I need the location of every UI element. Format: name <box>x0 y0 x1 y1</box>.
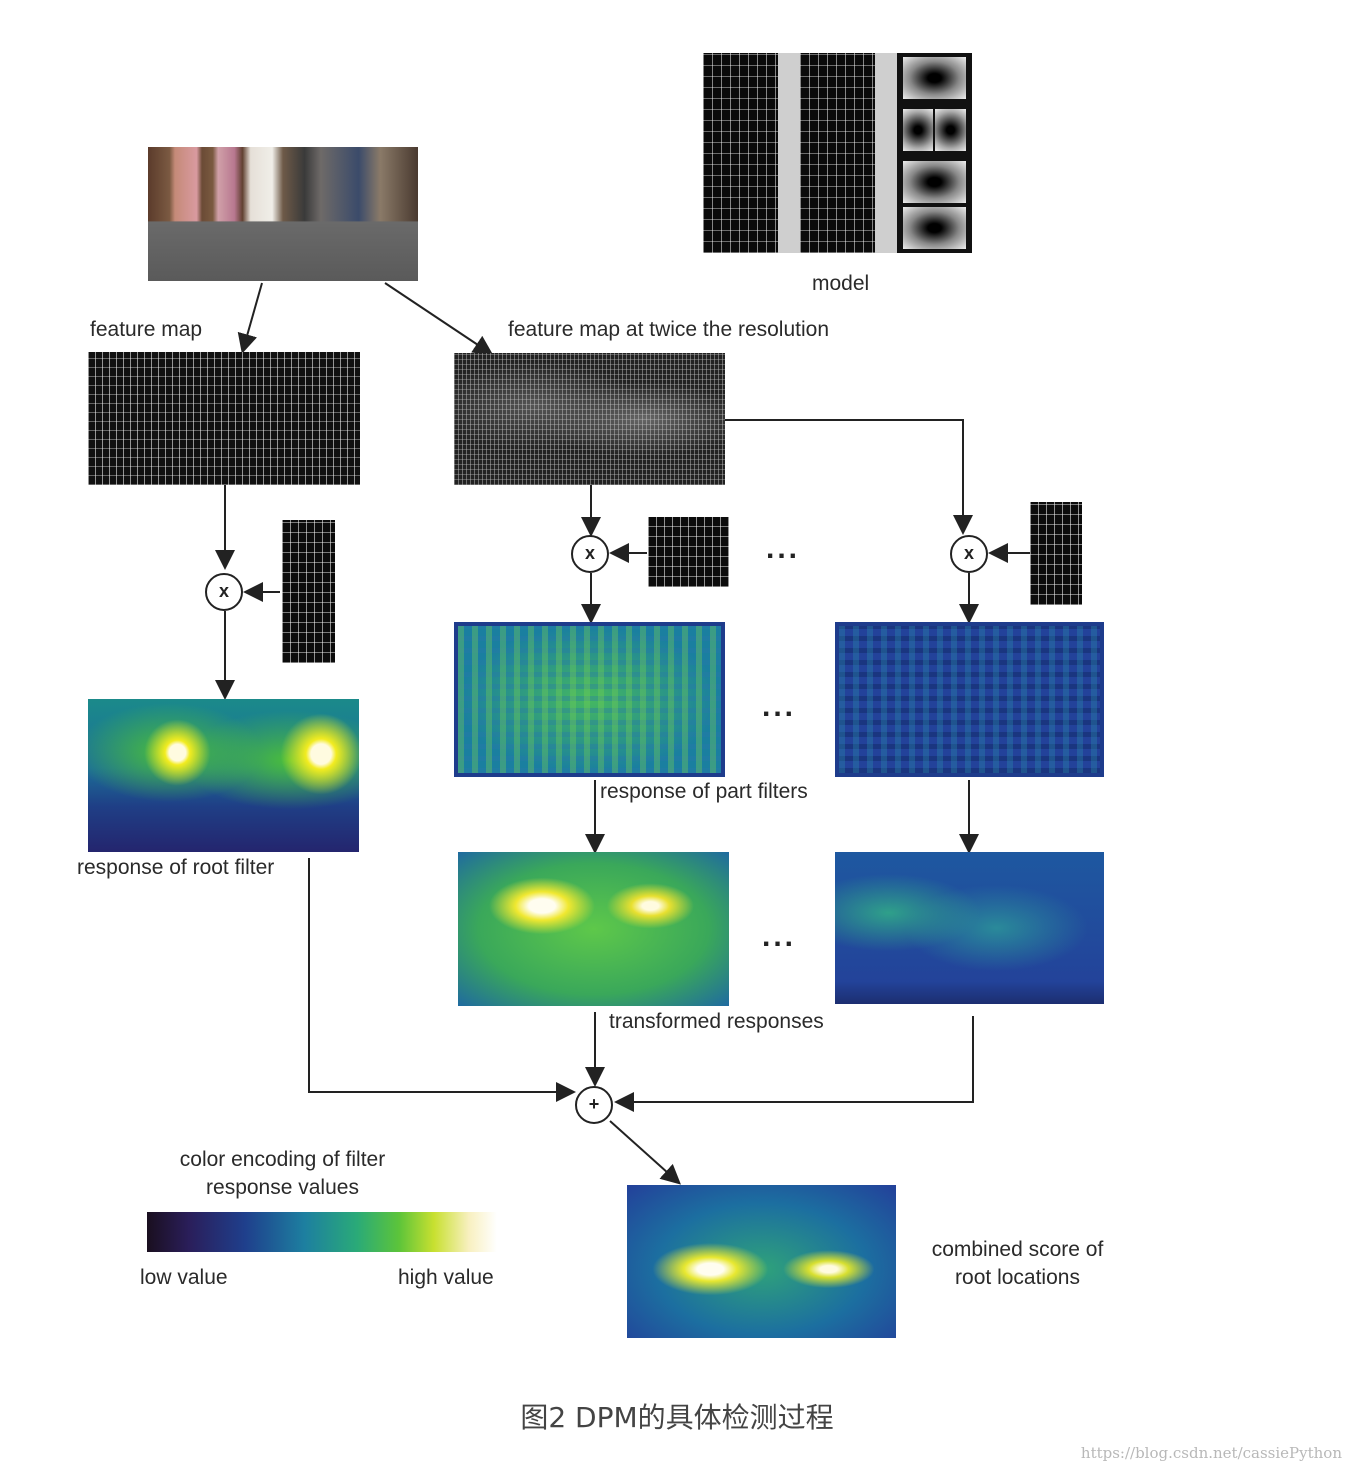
model-root-filter <box>703 53 778 253</box>
ellipsis-transformed: ... <box>762 920 796 954</box>
root-filter-response-heatmap <box>88 699 359 852</box>
transformed-response-1-heatmap <box>458 852 729 1006</box>
feature-map-twice-label: feature map at twice the resolution <box>508 318 829 342</box>
multiply-operator-root: x <box>205 573 243 611</box>
multiply-operator-part-n: x <box>950 535 988 573</box>
part-filter-1-response-heatmap <box>454 622 725 777</box>
add-operator: + <box>575 1086 613 1124</box>
combined-score-label-line1: combined score of <box>905 1238 1130 1262</box>
figure-caption: 图2 DPM的具体检测过程 <box>0 1396 1354 1436</box>
feature-map <box>88 352 360 485</box>
part-filter-n-response-heatmap <box>835 622 1104 777</box>
transformed-response-n-heatmap <box>835 852 1104 1004</box>
model-label: model <box>812 272 869 296</box>
high-value-label: high value <box>398 1266 494 1290</box>
multiply-operator-part-1: x <box>571 535 609 573</box>
part-filter-1 <box>648 517 729 587</box>
part-filter-n <box>1030 502 1082 605</box>
model-deformation-models <box>897 53 972 253</box>
response-root-label: response of root filter <box>77 856 274 880</box>
ellipsis-part-responses: ... <box>762 690 796 724</box>
color-encoding-bar <box>147 1212 497 1252</box>
feature-map-label: feature map <box>90 318 202 342</box>
combined-score-heatmap <box>627 1185 896 1338</box>
input-photo <box>148 147 418 281</box>
model-divider-1 <box>778 53 800 253</box>
color-encoding-label-line1: color encoding of filter <box>140 1148 425 1172</box>
response-part-label: response of part filters <box>600 780 808 804</box>
ellipsis-filters: ... <box>766 532 800 566</box>
combined-score-label-line2: root locations <box>905 1266 1130 1290</box>
low-value-label: low value <box>140 1266 228 1290</box>
model-divider-2 <box>875 53 897 253</box>
watermark: https://blog.csdn.net/cassiePython <box>1081 1444 1342 1462</box>
model-part-filters <box>800 53 875 253</box>
feature-map-twice-resolution <box>454 353 725 485</box>
color-encoding-label-line2: response values <box>140 1176 425 1200</box>
transformed-responses-label: transformed responses <box>609 1010 824 1034</box>
root-filter <box>282 520 335 663</box>
